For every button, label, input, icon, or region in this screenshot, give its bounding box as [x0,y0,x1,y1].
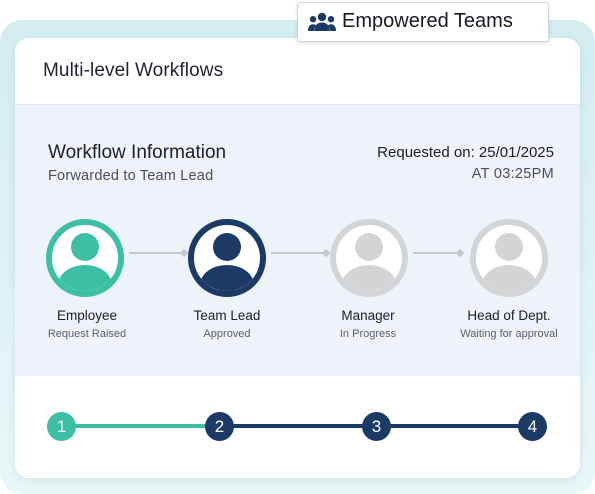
step-name-team-lead: Team Lead [193,308,261,323]
connector-arrow-3 [413,252,461,254]
requested-on-time: AT 03:25PM [471,166,554,182]
manager-avatar-icon [330,219,408,297]
progress-step-4: 4 [518,412,547,441]
card-title: Multi-level Workflows [43,60,224,81]
progress-step-1: 1 [47,412,76,441]
progress-step-2: 2 [205,412,234,441]
requested-on-date: Requested on: 25/01/2025 [377,144,554,161]
users-icon [308,12,336,31]
connector-arrow-1 [129,252,185,254]
step-name-manager: Manager [341,308,395,323]
step-status-head-of-dept: Waiting for approval [460,328,558,340]
connector-arrow-2 [271,252,327,254]
step-status-manager: In Progress [339,328,397,340]
step-status-team-lead: Approved [203,328,251,340]
workflow-info-title: Workflow Information [48,142,227,163]
workflow-info-subtitle: Forwarded to Team Lead [48,168,214,184]
employee-avatar-icon [46,219,124,297]
workflow-card: Multi-level Workflows Workflow Informati… [15,38,580,478]
team-lead-avatar-icon [188,219,266,297]
step-name-employee: Employee [56,308,118,323]
progress-track-completed [62,424,219,428]
card-header: Multi-level Workflows [15,38,580,105]
head-of-dept-avatar-icon [470,219,548,297]
step-name-head-of-dept: Head of Dept. [467,308,551,323]
empowered-teams-badge: Empowered Teams [297,2,549,42]
progress-step-3: 3 [362,412,391,441]
step-status-employee: Request Raised [47,328,127,340]
empowered-teams-label: Empowered Teams [342,10,513,32]
